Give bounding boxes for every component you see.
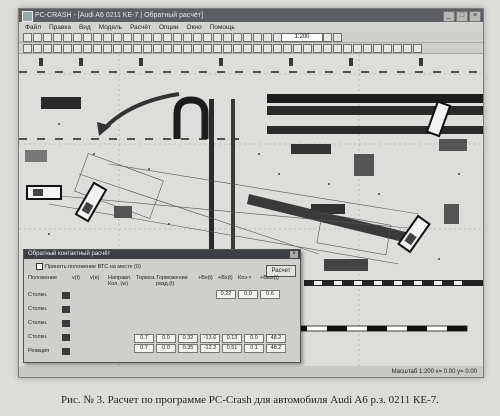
- value-cell[interactable]: 0.51: [222, 344, 242, 353]
- maximize-button[interactable]: □: [456, 11, 468, 22]
- skid-mark: [247, 194, 414, 244]
- row-label: Столкн.: [28, 320, 48, 326]
- value-cell[interactable]: 0.1: [244, 344, 264, 353]
- value-cell[interactable]: 0.0: [238, 290, 258, 299]
- column-header: +Вх(t): [218, 275, 233, 281]
- dialog-title: Обратный контактный расчёт: [24, 250, 300, 259]
- minimize-button[interactable]: _: [443, 11, 455, 22]
- vehicle-final-position[interactable]: [397, 214, 431, 254]
- checkbox-label: Принять положение ВТС на месте (0): [45, 263, 141, 270]
- row-label: Реакция: [28, 348, 50, 354]
- calculate-button[interactable]: Расчет: [266, 265, 296, 277]
- direction-arrow: [102, 92, 180, 131]
- building-block: [114, 206, 132, 218]
- column-header: +Вх(t): [198, 275, 213, 281]
- road-edge: [209, 99, 214, 339]
- drawing-toolbar: [19, 43, 483, 54]
- checkbox-box[interactable]: [36, 263, 43, 270]
- value-cell[interactable]: 0.32: [178, 334, 198, 343]
- vehicle-icon[interactable]: [62, 320, 70, 327]
- menu-help[interactable]: Помощь: [209, 23, 235, 31]
- value-cell[interactable]: 0.6: [260, 290, 280, 299]
- value-cell[interactable]: 0.13: [222, 334, 242, 343]
- vehicle-parked[interactable]: [425, 100, 452, 138]
- drawing-toolbar-buttons[interactable]: [23, 44, 422, 53]
- road-edge: [231, 99, 235, 339]
- back-calculation-dialog: Обратный контактный расчёт × Принять пол…: [23, 249, 301, 363]
- vehicle-icon[interactable]: [62, 306, 70, 313]
- menu-window[interactable]: Окно: [186, 23, 202, 31]
- building-block: [311, 204, 345, 214]
- menu-options[interactable]: Опции: [158, 23, 179, 31]
- scale-ruler: [286, 325, 468, 332]
- road-marking: [267, 126, 483, 134]
- value-cell[interactable]: -12.2: [200, 344, 220, 353]
- column-header: v(e): [90, 275, 100, 281]
- position-checkbox[interactable]: Принять положение ВТС на месте (0): [36, 263, 141, 270]
- value-cell[interactable]: 0.35: [178, 344, 198, 353]
- row-label: Столкн.: [28, 306, 48, 312]
- scene-drawing: [19, 54, 483, 366]
- value-cell[interactable]: 0.0: [156, 344, 176, 353]
- column-header: Направл. Кол. (w): [108, 275, 132, 287]
- road-marking: [267, 106, 483, 115]
- building-block: [41, 97, 81, 109]
- value-cell[interactable]: 0.7: [134, 334, 154, 343]
- menu-bar: Файл Правка Вид Модель Расчёт Опции Окно…: [19, 22, 483, 32]
- value-cell[interactable]: 0.0: [156, 334, 176, 343]
- column-header: Торможение разд.(t): [156, 275, 188, 287]
- row-label: Столкн.: [28, 292, 48, 298]
- building-block: [25, 150, 47, 162]
- menu-file[interactable]: Файл: [25, 23, 41, 31]
- value-cell[interactable]: -13.6: [200, 334, 220, 343]
- column-header: Тормоз.: [136, 275, 156, 281]
- building-block: [354, 154, 374, 176]
- building-block: [291, 144, 331, 154]
- row-label: Столкн.: [28, 334, 48, 340]
- vehicle-icon[interactable]: [62, 292, 70, 299]
- zoom-select[interactable]: 1:200: [281, 33, 323, 42]
- column-header: Коэ-т: [238, 275, 252, 281]
- status-bar: Масштаб 1:200 x= 0.00 y= 0.00: [19, 367, 483, 377]
- value-cell[interactable]: 48.2: [266, 344, 286, 353]
- window-controls: _ □ ×: [443, 11, 481, 22]
- column-header: Положение: [28, 275, 58, 281]
- close-button[interactable]: ×: [469, 11, 481, 22]
- application-window: PC-CRASH - [Audi A6 0211 KE-7 | Обратный…: [18, 8, 484, 378]
- figure-caption: Рис. № 3. Расчет по программе PC-Crash д…: [61, 394, 439, 406]
- road-marking: [267, 94, 483, 103]
- column-header: +Вых(t): [260, 275, 279, 281]
- dialog-close-button[interactable]: ×: [290, 251, 298, 258]
- road-marking: [304, 280, 483, 286]
- menu-model[interactable]: Модель: [98, 23, 123, 31]
- vehicle-icon[interactable]: [62, 348, 70, 355]
- traffic-island: [173, 96, 209, 139]
- value-cell[interactable]: 48.2: [266, 334, 286, 343]
- menu-calc[interactable]: Расчёт: [130, 23, 151, 31]
- title-bar: PC-CRASH - [Audi A6 0211 KE-7 | Обратный…: [19, 9, 483, 22]
- vehicle-second[interactable]: [74, 181, 108, 223]
- main-toolbar: 1:200: [19, 32, 483, 43]
- vehicle-audi-a6[interactable]: [26, 185, 62, 200]
- menu-edit[interactable]: Правка: [48, 23, 71, 31]
- building-block: [324, 259, 368, 271]
- column-header: v(t): [72, 275, 80, 281]
- building-block: [439, 139, 467, 151]
- vehicle-icon[interactable]: [62, 334, 70, 341]
- menu-view[interactable]: Вид: [78, 23, 91, 31]
- value-cell[interactable]: 0.7: [134, 344, 154, 353]
- value-cell[interactable]: 0.22: [216, 290, 236, 299]
- app-icon: [22, 11, 33, 22]
- building-block: [444, 204, 459, 224]
- value-cell[interactable]: 0.0: [244, 334, 264, 343]
- window-title: PC-CRASH - [Audi A6 0211 KE-7 | Обратный…: [35, 12, 204, 19]
